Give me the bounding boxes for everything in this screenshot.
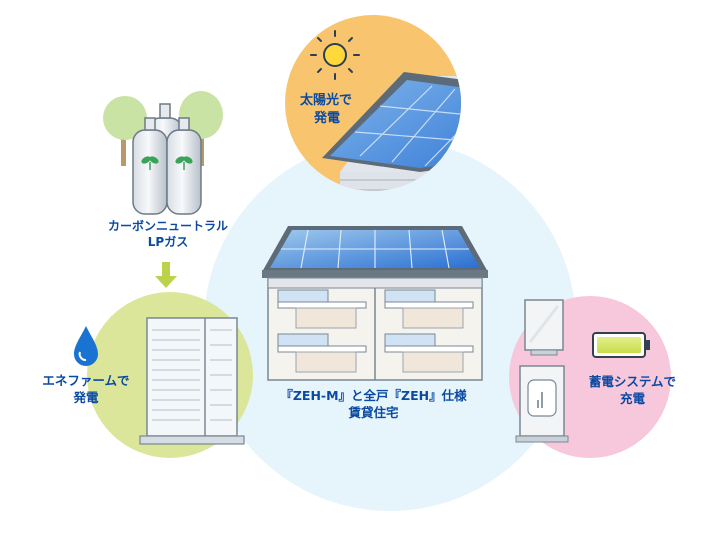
storage-unit-upper <box>524 299 564 356</box>
enefarm-unit <box>139 317 245 445</box>
housing-label-line1: 『ZEH-M』と全戸『ZEH』仕様 <box>280 388 467 403</box>
enefarm-label-line2: 発電 <box>73 389 99 405</box>
battery-label-line2: 充電 <box>619 390 645 406</box>
solar-label: 太陽光で 発電 <box>300 92 352 127</box>
gas-label-line1: カーボンニュートラル <box>107 219 228 233</box>
tree-icon <box>103 91 223 166</box>
enefarm-label-line1: エネファームで <box>42 373 130 388</box>
battery-label: 蓄電システムで 充電 <box>575 374 690 408</box>
storage-unit-lower <box>515 365 569 443</box>
housing-label-line2: 賃貸住宅 <box>348 404 399 420</box>
down-arrow-icon <box>155 262 177 288</box>
solar-label-line2: 発電 <box>314 110 341 126</box>
apartment-building <box>262 226 488 381</box>
solar-scene <box>285 15 461 191</box>
solar-label-line1: 太陽光で <box>300 93 353 108</box>
gas-label-line2: LPガス <box>147 235 189 250</box>
enefarm-label: エネファームで 発電 <box>30 373 142 407</box>
battery-icon <box>592 332 650 358</box>
battery-label-line1: 蓄電システムで <box>588 374 677 389</box>
gas-label: カーボンニュートラル LPガス <box>98 218 238 250</box>
sun-icon <box>310 30 360 80</box>
housing-label: 『ZEH-M』と全戸『ZEH』仕様 賃貸住宅 <box>266 388 481 422</box>
